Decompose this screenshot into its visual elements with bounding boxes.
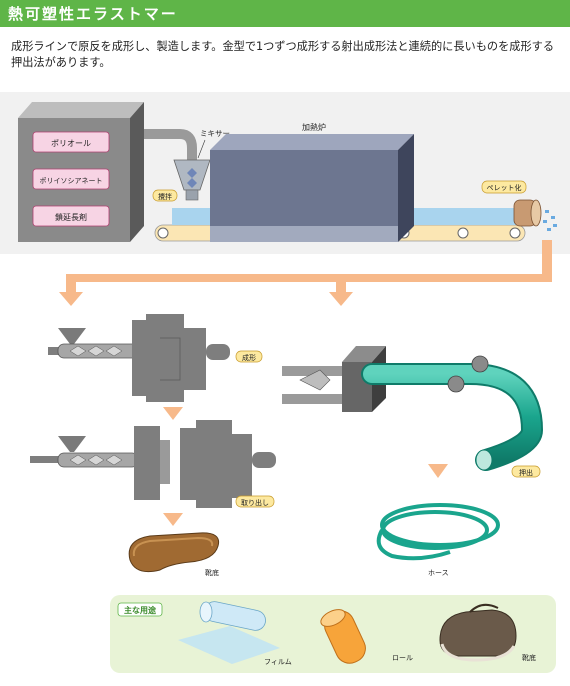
molding-tag [235,350,263,363]
coiled-hose-image [376,503,500,561]
use-label: 靴底 [522,653,536,662]
uses-title-tag [117,602,163,617]
mixer-label: ミキサー [200,129,230,138]
pellet-label: ペレット化 [487,183,522,192]
flow-arrows [59,240,552,526]
material-label: 鎖延長剤 [55,212,87,222]
section-title: 熱可塑性エラストマー [8,5,178,23]
pellets [543,210,557,231]
roll-image [320,609,366,664]
material-tag [32,131,110,153]
stirring-tag [152,189,178,202]
shoe-sole-label: 靴底 [205,568,219,577]
extrusion-tag [511,465,541,478]
furnace-label: 加熱炉 [302,122,326,132]
section-header: 熱可塑性エラストマー [0,0,570,27]
molding-label: 成形 [242,353,256,362]
stirring-label: 攪拌 [158,192,172,201]
pellet-roll [513,199,542,227]
material-list: ポリオール ポリイソシアネート 鎖延長剤 [32,131,110,227]
intro-text: 成形ラインで原反を成形し、製造します。金型で1つずつ成形する射出成形法と連続的に… [11,40,555,69]
shoe-image [439,603,517,662]
takeout-label: 取り出し [241,498,269,507]
takeout-machine [30,420,276,508]
pellet-tag [481,180,527,194]
extrusion-label: 押出 [519,468,533,477]
use-label: ロール [392,654,413,662]
uses-title: 主な用途 [124,605,157,615]
extruded-hose [361,355,544,471]
use-label: フィルム [264,658,292,666]
material-tag [32,168,110,190]
takeout-tag [235,495,275,508]
hose-label: ホース [428,569,449,577]
heating-furnace [210,134,414,242]
feed-pipe [144,129,197,160]
mixer [173,159,211,201]
material-tag [32,205,110,227]
material-label: ポリオール [51,139,91,148]
material-label: ポリイソシアネート [40,177,103,185]
film-roll-image [178,601,280,664]
shoe-sole-image [128,532,220,573]
injection-molding-machine [48,314,230,402]
